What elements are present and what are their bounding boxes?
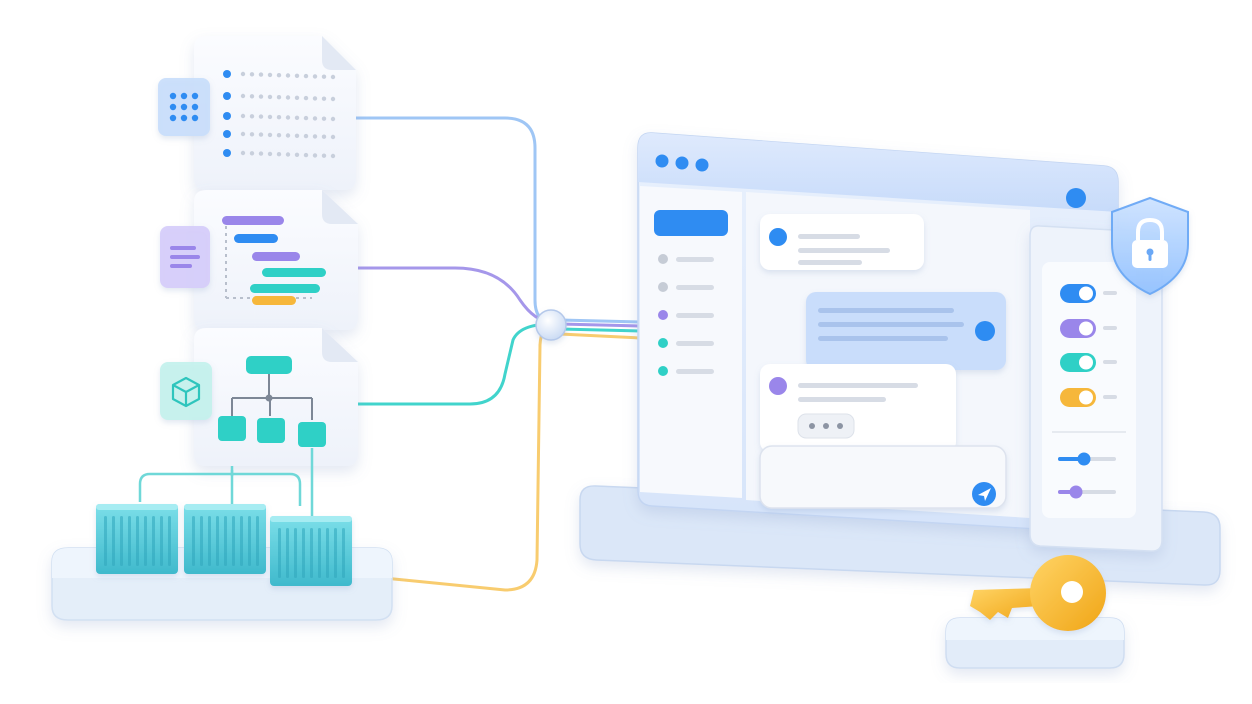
line-containers (382, 324, 554, 592)
profile-avatar-icon[interactable] (1066, 188, 1086, 208)
line-hub-purple (558, 322, 642, 328)
slider-icon[interactable] (1058, 485, 1116, 499)
line-spreadsheet (354, 116, 554, 324)
chat-message-incoming (760, 214, 924, 270)
sidebar-item[interactable] (658, 282, 714, 292)
window-control-dot-icon[interactable] (675, 156, 689, 170)
chat-message-outgoing (806, 292, 1006, 370)
sidebar-primary-button[interactable] (654, 210, 728, 236)
shipping-container-icon (184, 504, 266, 574)
org-chart (218, 356, 326, 447)
line-hub-blue (558, 318, 642, 324)
sidebar-items[interactable] (658, 254, 714, 376)
sidebar-item[interactable] (658, 366, 714, 376)
typing-indicator-icon (797, 413, 855, 439)
toggle-switch-icon[interactable] (1060, 319, 1117, 338)
padlock-icon (1132, 217, 1168, 268)
key-pedestal (945, 617, 1125, 669)
sidebar-item[interactable] (658, 338, 714, 348)
sidebar-item[interactable] (658, 310, 714, 320)
document-card-spreadsheet (194, 36, 356, 190)
toggle-switch-icon[interactable] (1060, 388, 1117, 407)
slider-icon[interactable] (1058, 452, 1116, 466)
message-input[interactable] (759, 445, 1007, 509)
window-title-bar (638, 132, 1118, 212)
line-org (354, 322, 554, 406)
key-icon (970, 555, 1106, 631)
cube-icon (160, 362, 212, 420)
window-control-dot-icon[interactable] (655, 154, 669, 168)
shipping-container-icon (270, 516, 352, 586)
line-hub-orange (558, 332, 642, 340)
container-links (138, 448, 314, 520)
toggle-list[interactable] (1060, 284, 1117, 407)
window-control-dot-icon[interactable] (695, 158, 709, 172)
toggle-switch-icon[interactable] (1060, 353, 1117, 372)
chat-message-incoming-typing (760, 364, 956, 452)
send-icon[interactable] (972, 482, 996, 506)
spreadsheet-rows (223, 70, 336, 159)
slider-list[interactable] (1058, 452, 1116, 499)
shipping-container-icon (96, 504, 178, 574)
toggle-switch-icon[interactable] (1060, 284, 1117, 303)
grid-dots-icon (158, 78, 210, 136)
sidebar-item[interactable] (658, 254, 714, 264)
connector-hub-icon (535, 309, 567, 341)
line-gantt (354, 266, 554, 324)
window-controls[interactable] (655, 154, 709, 172)
document-icon (160, 226, 210, 288)
gantt-bars (222, 216, 326, 305)
line-hub-teal (558, 327, 642, 333)
